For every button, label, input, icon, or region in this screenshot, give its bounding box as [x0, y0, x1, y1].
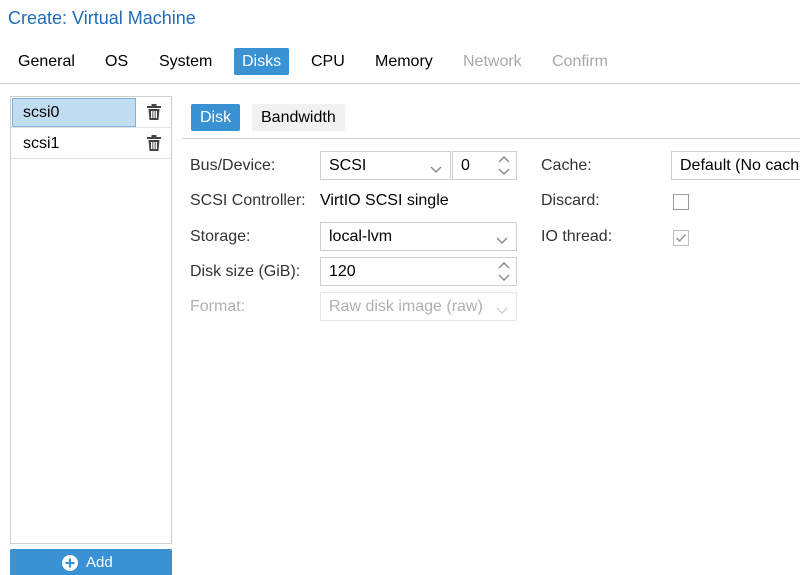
wizard-tab-bar: General OS System Disks CPU Memory Netwo…: [0, 46, 800, 84]
format-select: Raw disk image (raw): [320, 292, 517, 321]
add-disk-button[interactable]: Add: [10, 549, 172, 575]
disk-list-item[interactable]: scsi0: [11, 97, 171, 128]
tab-confirm: Confirm: [552, 53, 609, 70]
disk-size-value: 120: [329, 263, 356, 280]
selection-highlight: [12, 98, 136, 127]
tab-disks[interactable]: Disks: [234, 48, 290, 75]
disk-name: scsi0: [23, 104, 60, 121]
disk-size-label: Disk size (GiB):: [190, 263, 301, 280]
storage-value: local-lvm: [329, 228, 393, 245]
plus-circle-icon: [62, 555, 78, 571]
format-label: Format:: [190, 298, 246, 315]
check-icon: [675, 233, 687, 243]
bus-select[interactable]: SCSI: [320, 151, 451, 180]
chevron-down-icon: [496, 232, 508, 244]
discard-checkbox[interactable]: [673, 194, 689, 210]
cache-label: Cache:: [541, 157, 592, 174]
tab-general[interactable]: General: [18, 53, 75, 70]
trash-icon[interactable]: [147, 135, 161, 151]
device-number-stepper[interactable]: 0: [452, 151, 517, 180]
chevron-down-icon: [430, 161, 442, 173]
tab-system[interactable]: System: [159, 53, 213, 70]
io-thread-label: IO thread:: [541, 228, 613, 245]
window-title: Create: Virtual Machine: [8, 8, 196, 28]
tab-disk[interactable]: Disk: [191, 104, 241, 131]
spinner-icon[interactable]: [498, 155, 510, 176]
format-value: Raw disk image (raw): [329, 298, 483, 315]
spinner-icon[interactable]: [498, 261, 510, 282]
bus-device-label: Bus/Device:: [190, 157, 276, 174]
scsi-controller-label: SCSI Controller:: [190, 192, 306, 209]
disk-name: scsi1: [23, 135, 60, 152]
device-value: 0: [461, 157, 470, 174]
io-thread-checkbox[interactable]: [673, 230, 689, 246]
disk-size-stepper[interactable]: 120: [320, 257, 517, 286]
scsi-controller-value: VirtIO SCSI single: [320, 192, 449, 209]
bus-value: SCSI: [329, 157, 367, 174]
chevron-down-icon: [496, 302, 508, 314]
disk-list-item[interactable]: scsi1: [11, 128, 171, 159]
cache-select[interactable]: Default (No cache): [671, 151, 800, 180]
disk-list: scsi0 scsi1: [10, 96, 172, 544]
trash-icon[interactable]: [147, 104, 161, 120]
tab-memory[interactable]: Memory: [375, 53, 433, 70]
storage-label: Storage:: [190, 228, 251, 245]
disk-options-tab-bar: Disk Bandwidth: [182, 96, 800, 139]
tab-network: Network: [463, 53, 522, 70]
storage-select[interactable]: local-lvm: [320, 222, 517, 251]
tab-bandwidth[interactable]: Bandwidth: [252, 104, 345, 131]
tab-os[interactable]: OS: [105, 53, 129, 70]
tab-cpu[interactable]: CPU: [311, 53, 345, 70]
cache-value: Default (No cache): [680, 157, 800, 174]
discard-label: Discard:: [541, 192, 600, 209]
add-button-label: Add: [86, 554, 113, 571]
